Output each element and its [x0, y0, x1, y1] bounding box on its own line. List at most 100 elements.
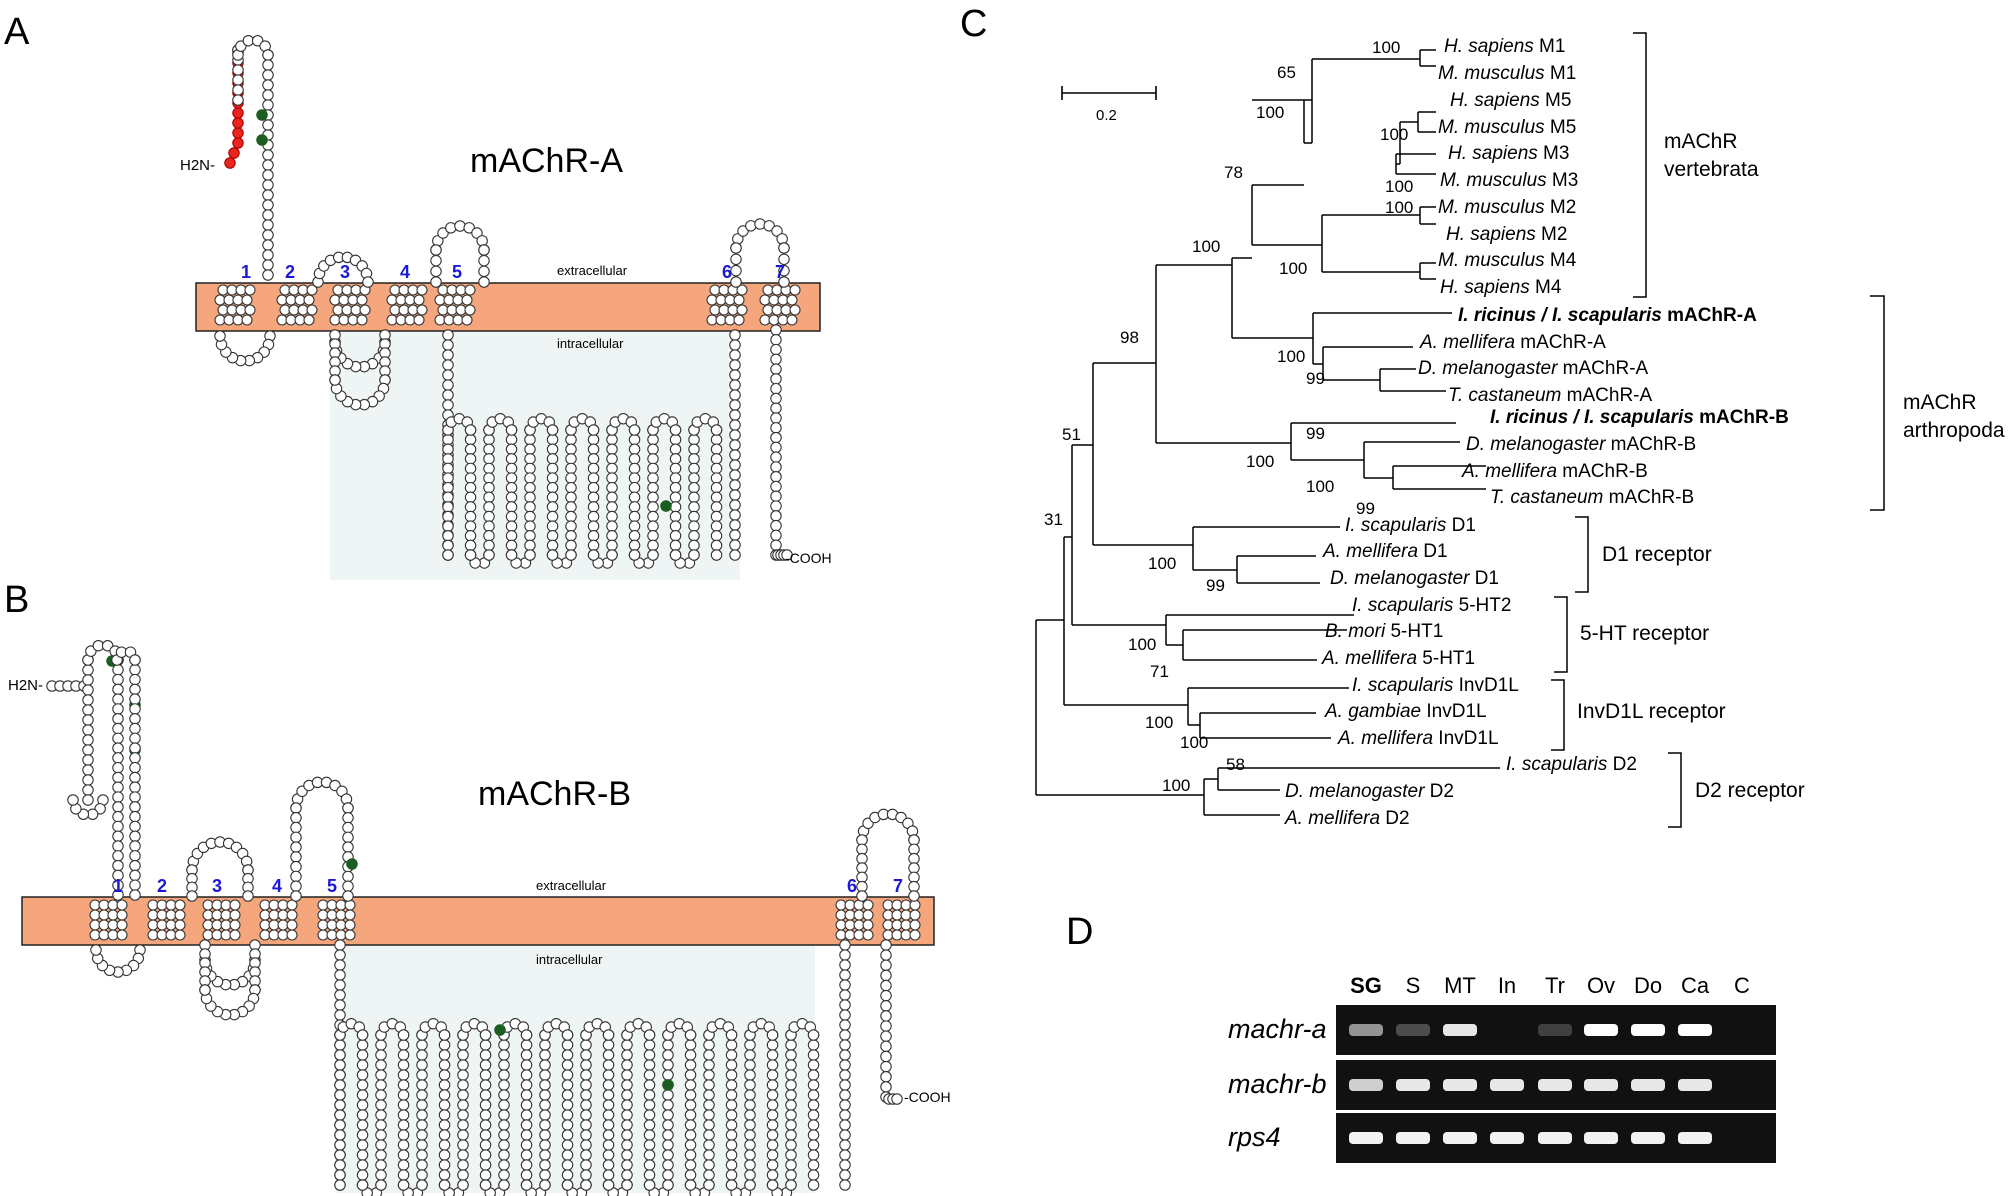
residue — [356, 1089, 369, 1101]
residue — [82, 684, 94, 696]
residue — [729, 529, 741, 541]
residue — [785, 1089, 797, 1101]
residue — [342, 831, 354, 844]
taxon-label: M. musculus M5 — [1438, 117, 1576, 138]
residue — [684, 1079, 697, 1091]
residue — [684, 1089, 697, 1101]
residue — [112, 791, 124, 803]
residue — [744, 1179, 756, 1191]
residue — [725, 1059, 738, 1071]
residue — [688, 433, 700, 446]
residue — [438, 1119, 451, 1131]
residue — [129, 791, 141, 803]
residue — [457, 1159, 469, 1171]
residue — [262, 49, 274, 61]
residue — [662, 1109, 674, 1121]
tree-branch — [1290, 422, 1456, 461]
residue — [703, 1129, 715, 1141]
residue — [539, 1169, 551, 1181]
residue — [621, 1149, 633, 1161]
helix-number: 5 — [452, 262, 462, 282]
residue — [725, 1029, 738, 1041]
residue — [546, 472, 559, 484]
tree-branch — [1155, 264, 1291, 444]
residue — [880, 1020, 892, 1032]
residue — [498, 1139, 510, 1151]
gel-band — [1538, 1079, 1572, 1091]
bootstrap-value: 71 — [1150, 662, 1169, 681]
residue — [442, 453, 454, 465]
residue — [770, 412, 782, 424]
gel-band — [1678, 1079, 1712, 1091]
residue — [112, 810, 124, 823]
residue — [669, 462, 682, 475]
residue — [781, 549, 793, 561]
residue — [703, 1149, 715, 1161]
residue — [744, 1169, 756, 1181]
residue — [807, 1129, 820, 1141]
residue — [587, 491, 600, 504]
residue — [744, 1069, 756, 1081]
residue — [606, 453, 618, 465]
tree-branch — [1192, 526, 1340, 571]
residue — [445, 222, 457, 234]
helix-number: 7 — [775, 262, 785, 282]
taxon-label: I. scapularis D2 — [1506, 754, 1637, 775]
residue — [290, 880, 302, 892]
residue — [262, 179, 274, 191]
residue — [710, 520, 723, 532]
residue — [416, 1039, 428, 1051]
residue — [438, 1079, 451, 1091]
gel-band — [1584, 1132, 1618, 1144]
residue — [232, 74, 244, 86]
residue — [498, 1179, 510, 1191]
residue — [505, 501, 518, 513]
bracket — [1554, 596, 1568, 673]
residue — [729, 389, 741, 401]
residue — [356, 1059, 369, 1071]
residue — [561, 1029, 574, 1041]
residue — [606, 462, 618, 475]
residue — [262, 209, 274, 221]
residue — [464, 501, 477, 513]
residue — [256, 109, 268, 121]
residue — [880, 969, 892, 982]
group-label: 5-HT receptor — [1580, 622, 1709, 645]
residue — [684, 1139, 697, 1151]
residue — [647, 443, 659, 455]
residue — [129, 752, 141, 764]
residue — [397, 1079, 410, 1091]
gel-band — [1396, 1132, 1430, 1144]
residue — [770, 480, 782, 493]
gel-band — [1349, 1024, 1383, 1036]
residue — [561, 1059, 574, 1071]
residue — [505, 472, 518, 484]
residue — [112, 820, 124, 833]
residue — [356, 1109, 369, 1121]
residue — [82, 694, 94, 706]
residue — [397, 1179, 410, 1191]
residue — [505, 453, 518, 465]
residue — [662, 1039, 674, 1051]
taxon-label: H. sapiens M5 — [1450, 90, 1571, 111]
gel-band — [1490, 1079, 1524, 1091]
residue — [262, 89, 274, 101]
residue — [112, 781, 124, 794]
residue — [290, 812, 302, 824]
residue — [725, 1049, 738, 1061]
residue — [356, 1119, 369, 1131]
residue — [684, 1159, 697, 1171]
residue — [770, 519, 782, 532]
residue — [688, 443, 700, 455]
residue — [256, 134, 268, 146]
residue — [647, 549, 659, 561]
residue — [438, 1089, 451, 1101]
residue — [524, 433, 536, 446]
residue — [546, 510, 559, 523]
residue — [776, 233, 788, 245]
gel-band — [1396, 1024, 1430, 1036]
residue — [669, 481, 682, 494]
bracket — [1668, 752, 1682, 828]
